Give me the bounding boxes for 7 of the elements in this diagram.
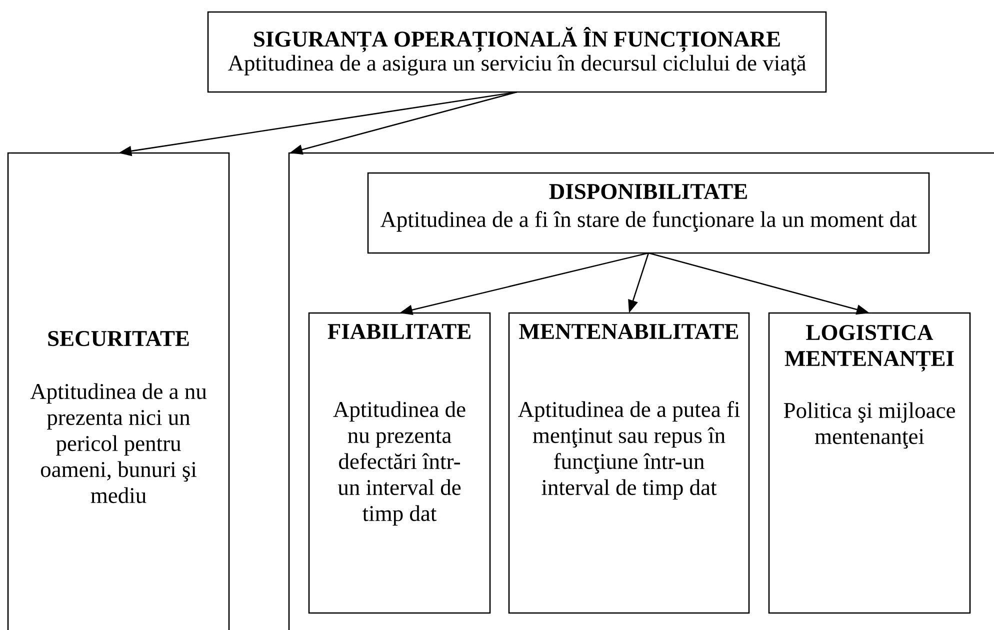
concept-box: LOGISTICA MENTENANȚEI Politica şi mijloace mentenanţei [768, 312, 971, 614]
group-frame [288, 152, 994, 630]
concept-box: DISPONIBILITATE Aptitudinea de a fi în stare de funcţionare la un moment dat [367, 172, 930, 254]
concept-box: MENTENABILITATE Aptitudinea de a putea fi menţinut sau repus în funcţiune într-un interval de timp dat [508, 312, 750, 614]
concept-box: FIABILITATE Aptitudinea de nu prezenta defectări într-un interval de timp dat [308, 312, 491, 614]
concept-box: SECURITATE Aptitudinea de a nu prezenta nici un pericol pentru oameni, bunuri şi mediu [7, 152, 230, 630]
concept-box: SIGURANȚA OPERAȚIONALĂ ÎN FUNCȚIONARE Aptitudinea de a asigura un serviciu în decursul ciclului de viaţă [207, 11, 827, 93]
